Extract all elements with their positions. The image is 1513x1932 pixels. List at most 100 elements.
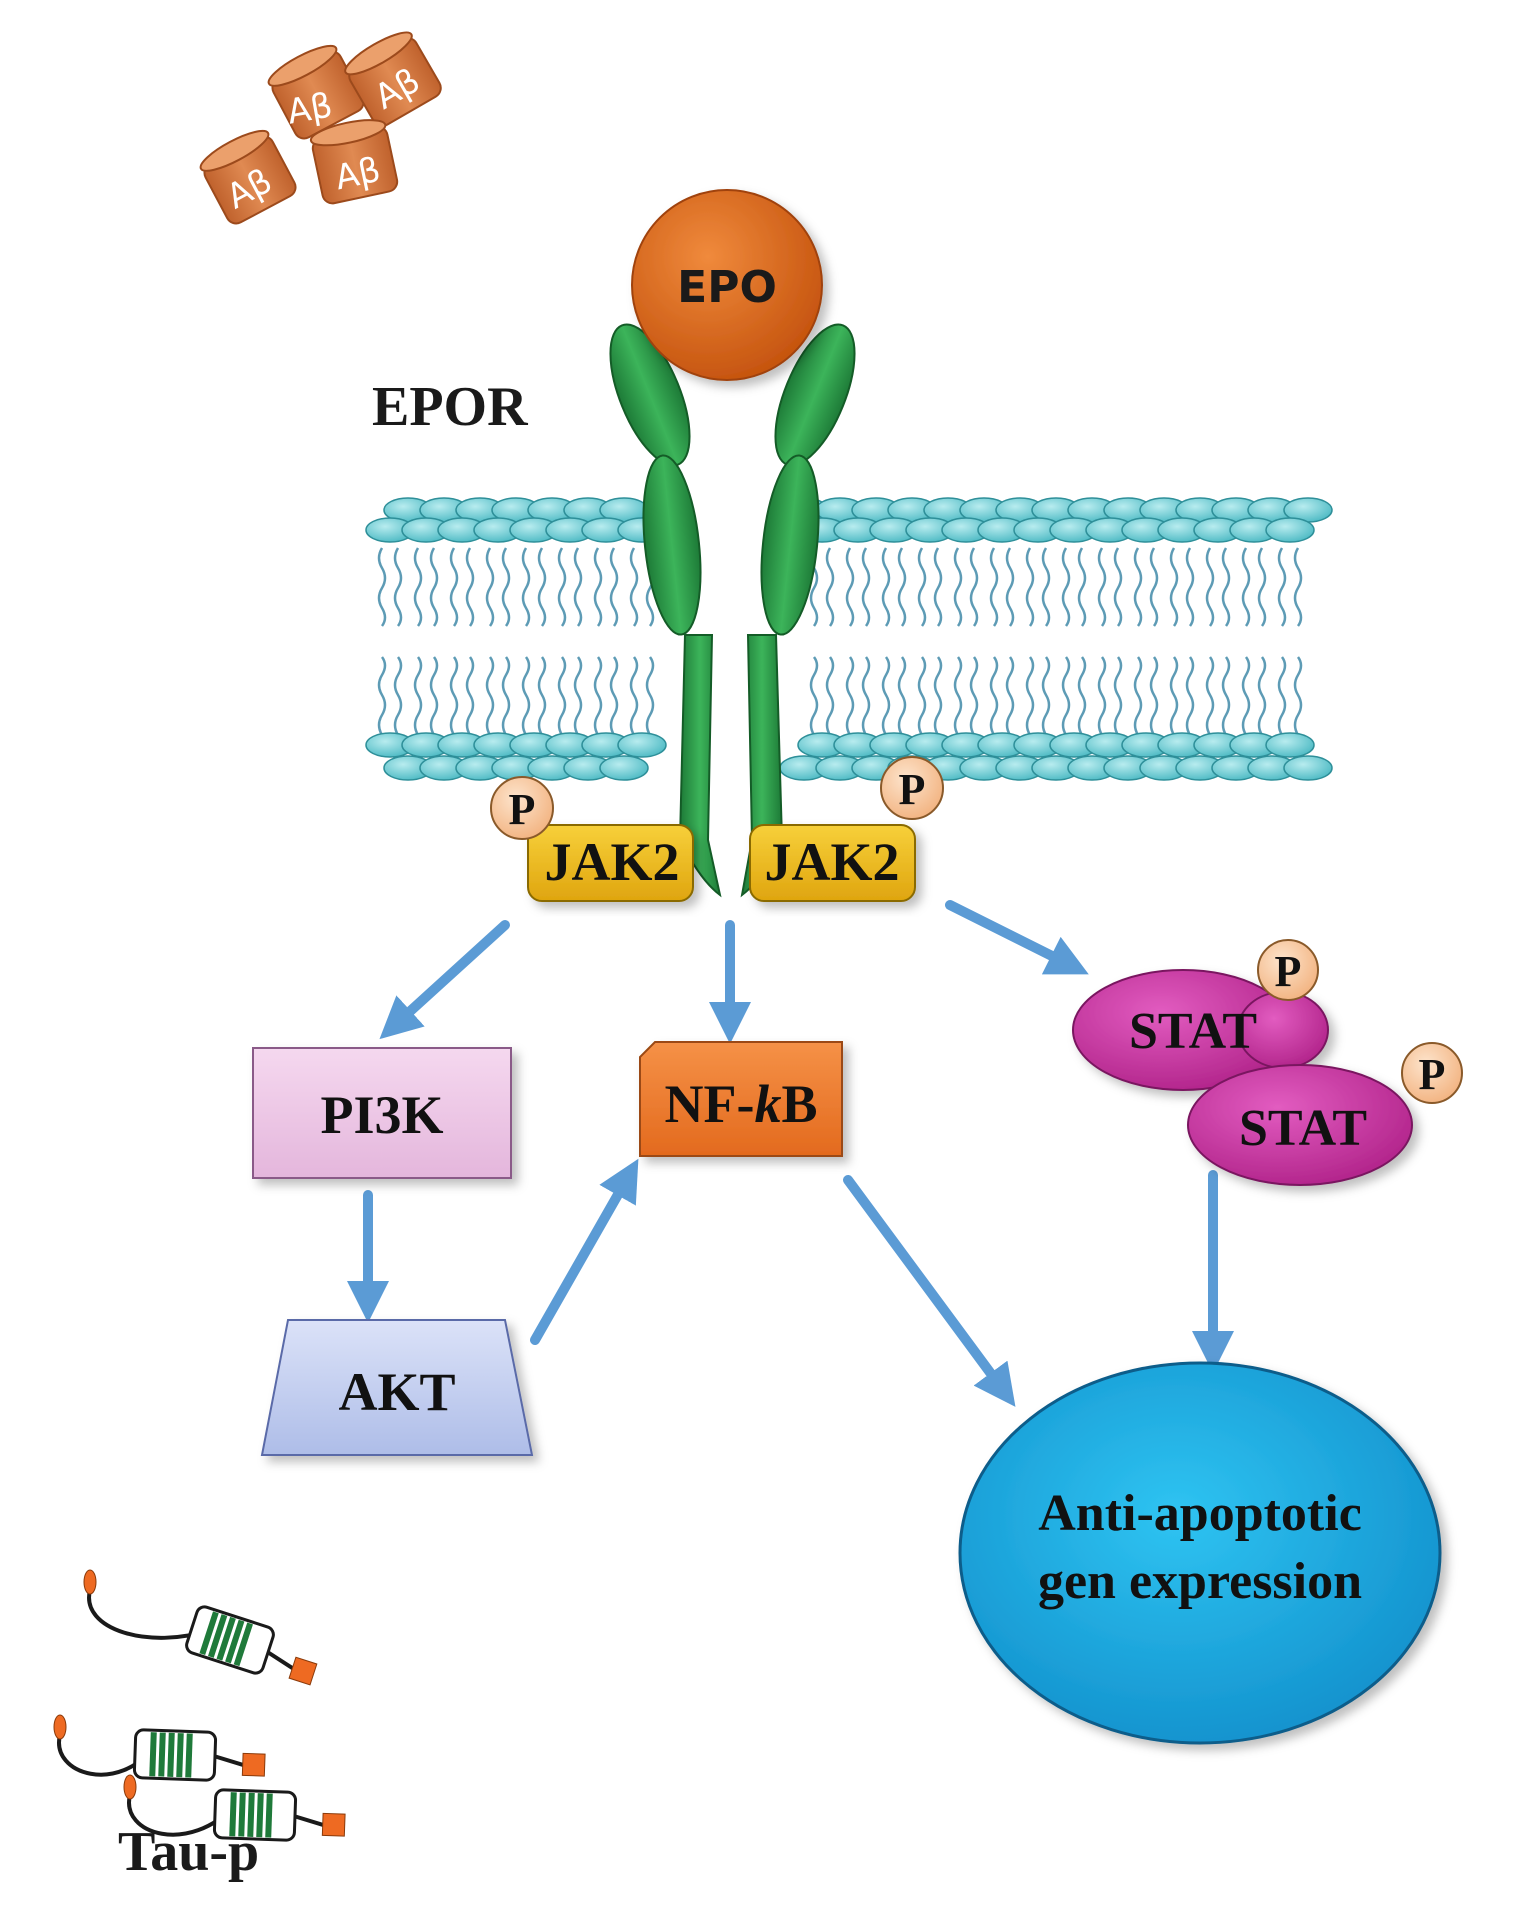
lipid-heads-outer [365,497,1333,543]
lipid-tail [537,656,547,736]
lipid-tail [593,656,603,736]
lipid-tail [393,656,403,736]
lipid-heads-inner [365,732,1333,781]
lipid-tail [485,547,495,627]
lipid-tail [629,656,639,736]
lipid-tail [413,547,423,627]
phospho-stat-2 [1401,1042,1463,1104]
stat-label-2: STAT [1239,1100,1367,1157]
phospho-jak2-left [490,776,554,840]
lipid-tail [501,547,511,627]
lipid-tail [557,547,567,627]
lipid-tail [1025,547,1035,627]
lipid-tail [989,656,999,736]
epo-label: EPO [677,262,777,313]
lipid-tail [1257,656,1267,736]
tau-protein [53,1714,266,1782]
jak2-right-label: JAK2 [765,832,900,892]
lipid-tail [413,656,423,736]
lipid-tail [1133,656,1143,736]
epor-label: EPOR [372,376,528,438]
abeta-cluster: Aβ Aβ Aβ Aβ [199,31,442,225]
jak2-left-label: JAK2 [545,832,680,892]
phospho-label: P [1419,1050,1446,1099]
lipid-tail [825,547,835,627]
lipid-tail [1005,656,1015,736]
arrow-nfkb-to-output [843,1175,1016,1407]
pi3k-label: PI3K [320,1085,443,1145]
abeta-cylinder [199,129,297,225]
abeta-cylinder [309,119,399,205]
arrow-jak2-to-stat [945,900,1089,975]
lipid-tail [593,547,603,627]
stat-dimer: STAT P STAT P [1072,939,1463,1186]
lipid-tail [917,547,927,627]
lipid-tail [1221,656,1231,736]
lipid-tail [1257,547,1267,627]
cell-membrane [365,497,1333,781]
lipid-tail [1221,547,1231,627]
lipid-tail [861,547,871,627]
lipid-tail [969,656,979,736]
stat-node-1 [1072,969,1329,1091]
lipid-tail [393,547,403,627]
arrows [347,900,1234,1407]
lipid-tail [1097,656,1107,736]
lipid-tail [1041,547,1051,627]
output-label-line1: Anti-apoptotic [1038,1485,1362,1542]
lipid-tail [645,656,655,736]
tau-cluster [53,1569,346,1842]
lipid-tail [377,656,387,736]
lipid-tail [897,547,907,627]
akt-node [260,1319,534,1456]
lipid-tail [933,656,943,736]
lipid-tail [933,547,943,627]
lipid-tail [1061,656,1071,736]
stat-node-2 [1187,1064,1413,1186]
lipid-tail [897,656,907,736]
lipid-tail [881,656,891,736]
phospho-label: P [1275,947,1302,996]
lipid-tail [1205,547,1215,627]
lipid-tail [573,656,583,736]
lipid-tail [1277,547,1287,627]
lipid-tail [1061,547,1071,627]
lipid-tail [1025,656,1035,736]
lipid-tail [521,656,531,736]
lipid-tail [953,547,963,627]
pi3k-node [252,1047,512,1179]
lipid-tail [1205,656,1215,736]
lipid-tail [377,547,387,627]
lipid-tail [449,656,459,736]
lipid-tail [521,547,531,627]
arrow-akt-to-nfkb [530,1158,639,1345]
lipid-tail [1293,656,1303,736]
lipid-tail [861,656,871,736]
abeta-cylinder [344,31,442,127]
phospho-stat-1 [1257,939,1319,1001]
lipid-tail [1077,547,1087,627]
lipid-tail [501,656,511,736]
lipid-tail [1185,656,1195,736]
lipid-tail [609,547,619,627]
nfkb-label: NF-kB [665,1074,818,1134]
lipid-tail [1241,547,1251,627]
lipid-tail [465,656,475,736]
lipid-tail [609,656,619,736]
jak2-right [749,824,916,902]
lipid-tail [429,656,439,736]
lipid-tail [1149,656,1159,736]
lipid-tail [917,656,927,736]
lipid-tail [1169,656,1179,736]
output-label-line2: gen expression [1038,1553,1362,1610]
lipid-tail [989,547,999,627]
lipid-head [617,732,667,758]
lipid-tail [1277,656,1287,736]
phospho-jak2-right [880,756,944,820]
lipid-tail [537,547,547,627]
lipid-tail [969,547,979,627]
lipid-tail [845,656,855,736]
anti-apoptotic-output [958,1361,1442,1745]
tau-protein [83,1569,318,1686]
abeta-cylinder [267,44,365,140]
